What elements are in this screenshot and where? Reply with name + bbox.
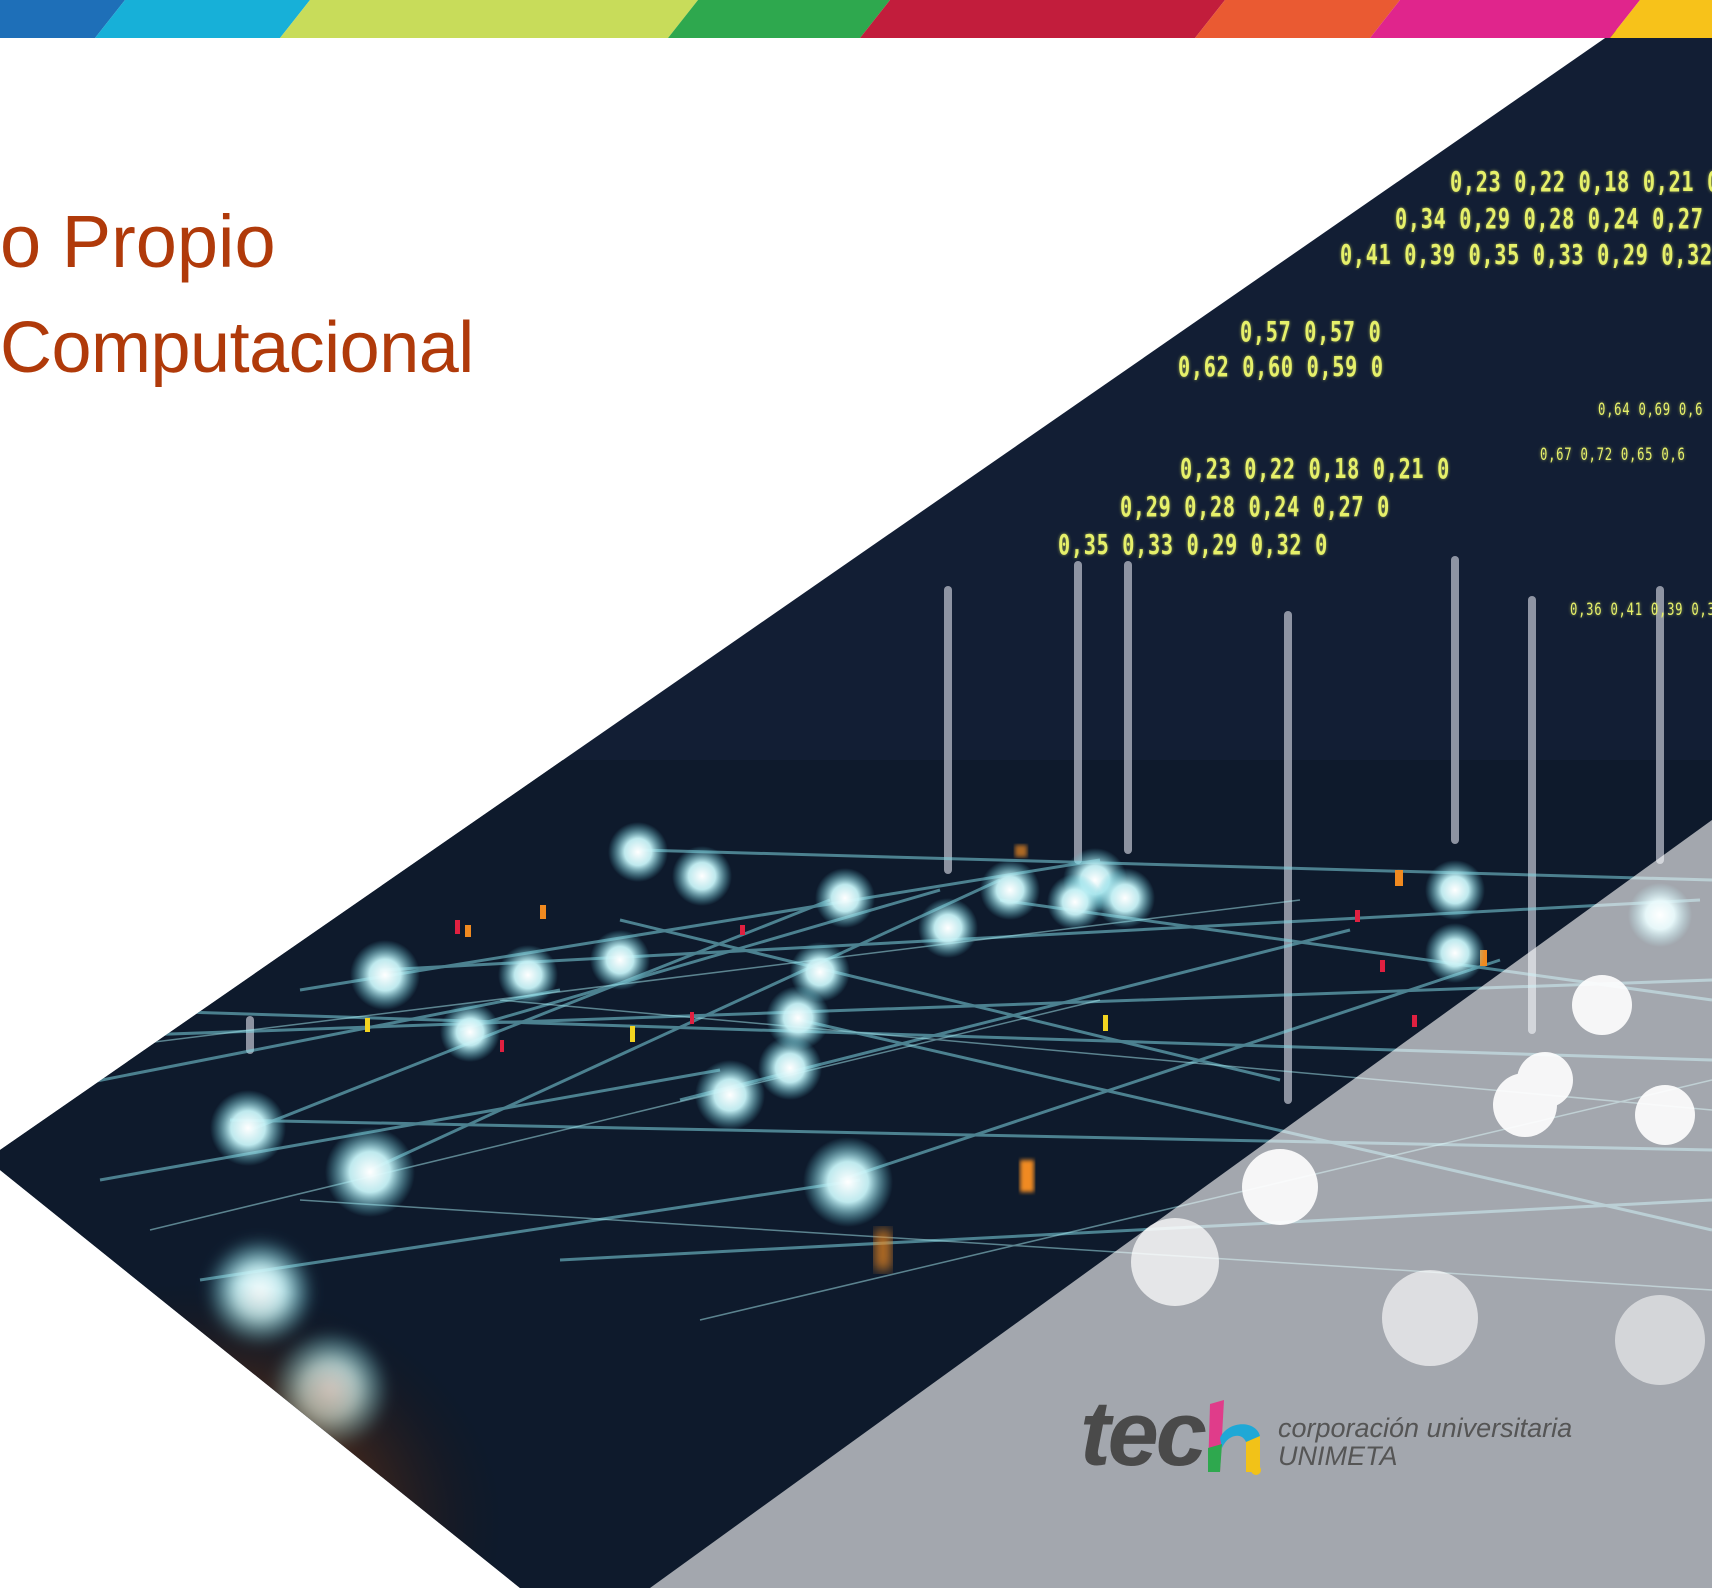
top-color-stripe bbox=[0, 0, 1712, 38]
tech-logo: tec corporación universitaria UNIMETA bbox=[1080, 1388, 1572, 1480]
stripe-segment bbox=[1195, 0, 1400, 38]
logo-institution: UNIMETA bbox=[1277, 1441, 1398, 1471]
stripe-segment bbox=[0, 0, 125, 38]
grey-overlay bbox=[650, 820, 1712, 1588]
stripe-segment bbox=[280, 0, 698, 38]
stripe-segment bbox=[668, 0, 890, 38]
logo-tagline: corporación universitaria bbox=[1277, 1412, 1573, 1443]
tech-h-logo-icon bbox=[1207, 1400, 1261, 1475]
program-type-title: o Propio bbox=[0, 200, 276, 283]
stripe-segment bbox=[95, 0, 310, 38]
program-name-title: Computacional bbox=[0, 308, 474, 388]
stripe-segment bbox=[860, 0, 1225, 38]
stripe-segment bbox=[1370, 0, 1640, 38]
stripe-segment bbox=[1610, 0, 1712, 38]
logo-wordmark: tec bbox=[1080, 1383, 1207, 1485]
